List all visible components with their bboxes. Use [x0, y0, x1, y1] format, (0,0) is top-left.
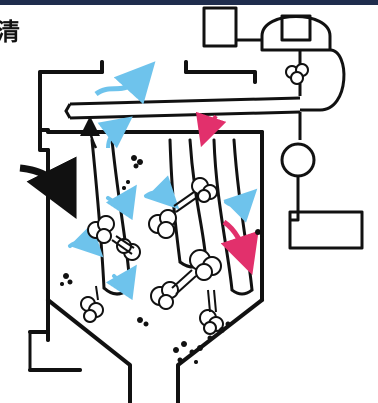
pulse-valve-assembly — [204, 8, 362, 248]
clean-air-outlet-arrow — [96, 76, 142, 94]
valve-icon — [286, 64, 308, 84]
dirty-air-inlet-arrow — [20, 168, 64, 194]
blowpipe — [66, 98, 300, 118]
clean-air-up-arrow — [108, 126, 120, 148]
reverse-pulse-arrow — [206, 116, 216, 132]
